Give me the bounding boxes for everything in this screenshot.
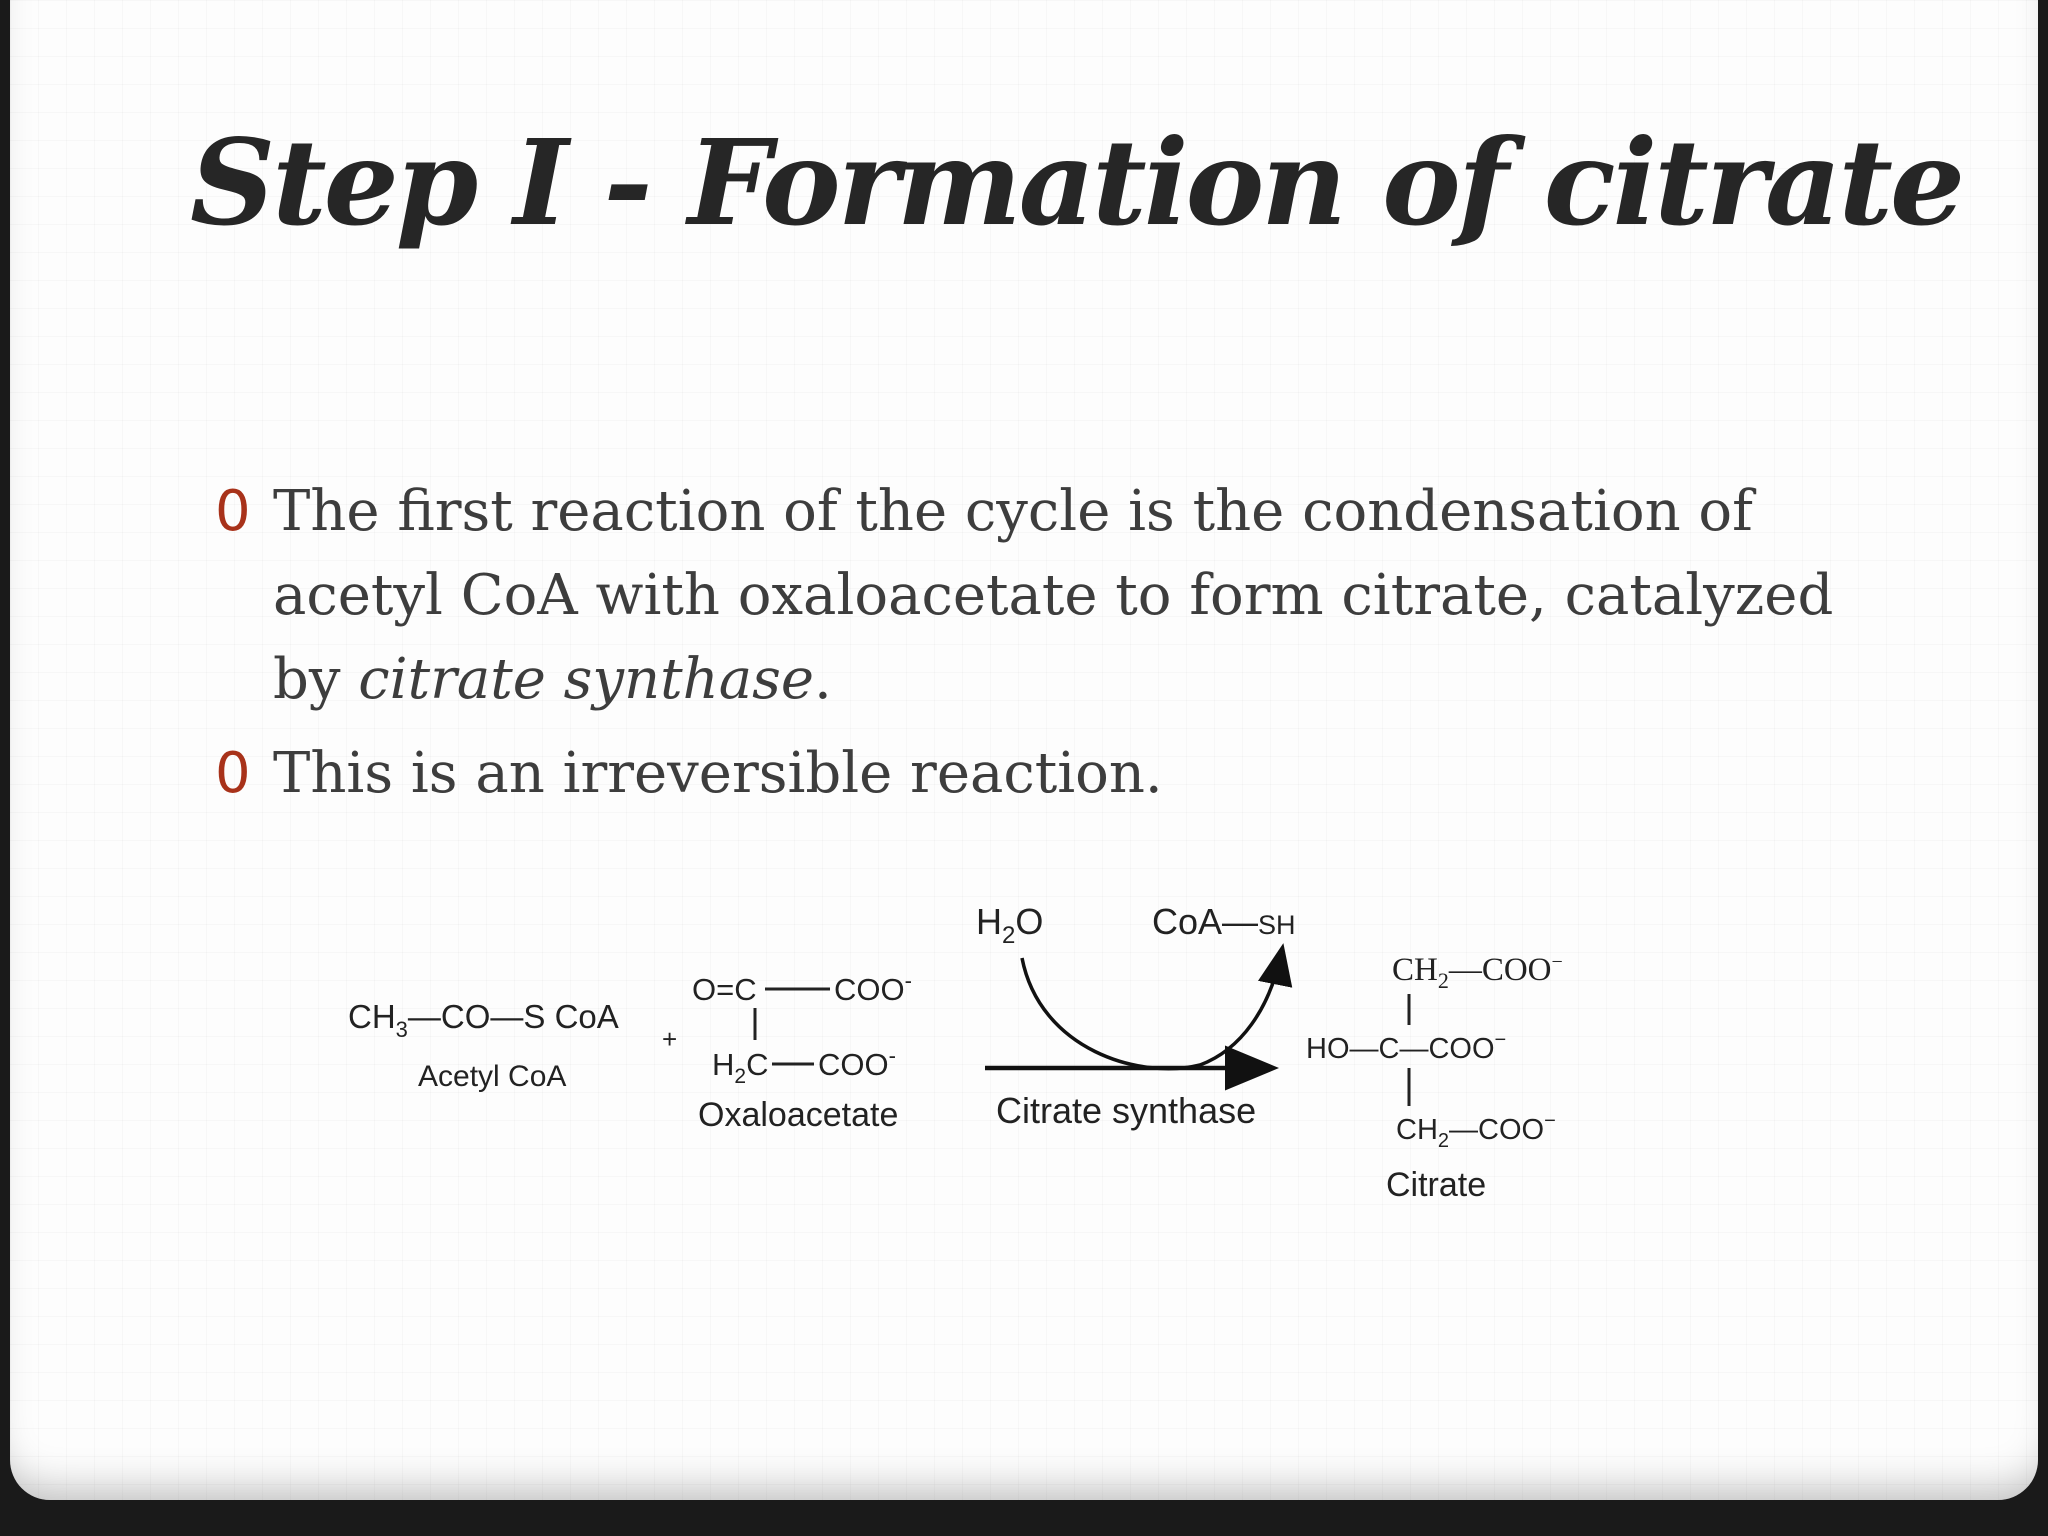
oxaloacetate-top-right: COO- bbox=[834, 968, 912, 1007]
citrate-top: CH2—COO− bbox=[1392, 951, 1563, 993]
acetyl-coa-label: Acetyl CoA bbox=[418, 1060, 566, 1093]
citrate-middle: HO—C—COO− bbox=[1306, 1029, 1506, 1065]
water-label: H2O bbox=[976, 901, 1043, 949]
bullet-emphasis: citrate synthase bbox=[358, 647, 814, 712]
citrate-label: Citrate bbox=[1386, 1166, 1486, 1204]
acetyl-coa-formula: CH3—CO—S CoA bbox=[348, 998, 619, 1042]
reaction-scheme: CH3—CO—S CoA Acetyl CoA + O=C COO- H2C C… bbox=[348, 901, 1563, 1204]
bullet-list: 0 The first reaction of the cycle is the… bbox=[215, 470, 1865, 826]
bullet-item: 0 This is an irreversible reaction. bbox=[215, 732, 1865, 816]
coa-sh-label: CoA—SH bbox=[1152, 901, 1296, 942]
bullet-marker: 0 bbox=[215, 741, 251, 806]
bullet-text-end: . bbox=[813, 647, 832, 712]
slide-title: Step I - Formation of citrate bbox=[190, 113, 1965, 252]
oxaloacetate-bottom-right: COO- bbox=[818, 1043, 896, 1082]
oxaloacetate-top-left: O=C bbox=[692, 972, 757, 1007]
oxaloacetate-label: Oxaloacetate bbox=[698, 1096, 898, 1134]
enzyme-label: Citrate synthase bbox=[996, 1090, 1256, 1131]
citrate-bottom: CH2—COO− bbox=[1396, 1110, 1556, 1152]
curved-arrow bbox=[1020, 943, 1293, 1071]
slide: Step I - Formation of citrate 0 The firs… bbox=[10, 0, 2038, 1500]
oxaloacetate-bottom-left: H2C bbox=[712, 1047, 768, 1088]
bullet-marker: 0 bbox=[215, 479, 251, 544]
bullet-item: 0 The first reaction of the cycle is the… bbox=[215, 470, 1865, 722]
reaction-diagram: CH3—CO—S CoA Acetyl CoA + O=C COO- H2C C… bbox=[340, 890, 1620, 1230]
plus-sign: + bbox=[662, 1024, 677, 1054]
bullet-text: This is an irreversible reaction. bbox=[273, 741, 1163, 806]
bullet-text: The first reaction of the cycle is the c… bbox=[273, 479, 1834, 712]
